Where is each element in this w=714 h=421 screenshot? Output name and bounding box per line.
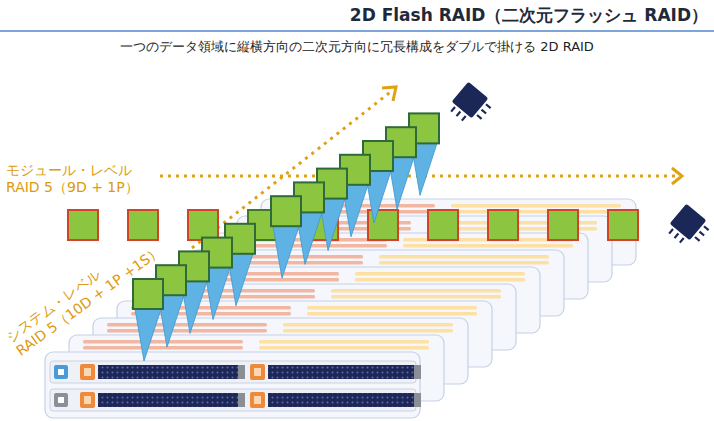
front-module (50, 361, 421, 411)
chip-icon (665, 204, 713, 252)
module-level-label: モジュール・レベル RAID 5（9D + 1P） (6, 162, 156, 196)
module-stack (45, 199, 636, 418)
data-block (133, 279, 163, 361)
data-block (608, 210, 638, 240)
data-block (488, 210, 518, 240)
data-block (428, 210, 458, 240)
data-block (271, 196, 301, 278)
data-block (548, 210, 578, 240)
data-block (128, 210, 158, 240)
chip-icons (447, 82, 713, 252)
system-raid-column (133, 113, 439, 361)
data-block (68, 210, 98, 240)
chip-icon (447, 82, 495, 130)
subtitle: 一つのデータ領域に縦横方向の二次元方向に冗長構成をダブルで掛ける 2D RAID (120, 39, 594, 55)
title-rule (0, 30, 714, 32)
data-block (188, 210, 218, 240)
page-title: 2D Flash RAID（二次元フラッシュ RAID） (350, 5, 708, 25)
module-card (45, 352, 420, 418)
